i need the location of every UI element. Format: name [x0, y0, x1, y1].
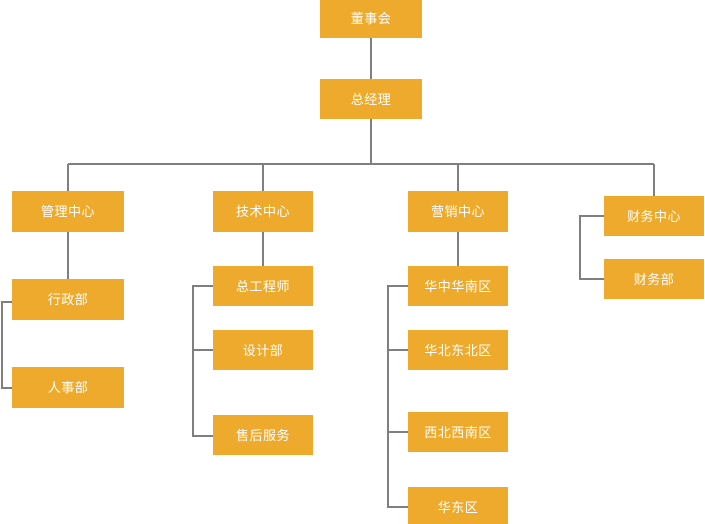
node-label: 行政部: [47, 292, 89, 307]
edge-marketing-children-spine: [387, 285, 408, 508]
node-central-south-region[interactable]: 华中华南区: [408, 266, 508, 306]
node-marketing-center[interactable]: 营销中心: [408, 191, 508, 232]
node-after-sales[interactable]: 售后服务: [213, 415, 313, 455]
node-label: 总经理: [350, 91, 392, 107]
node-design-dept[interactable]: 设计部: [213, 330, 313, 370]
node-north-northeast-region[interactable]: 华北东北区: [408, 330, 508, 370]
node-label: 售后服务: [235, 427, 290, 443]
node-label: 华北东北区: [424, 342, 492, 358]
node-label: 人事部: [47, 380, 89, 395]
node-chief-engineer[interactable]: 总工程师: [213, 266, 313, 306]
edge-finance-children-spine: [579, 215, 604, 280]
node-label: 管理中心: [40, 204, 95, 219]
node-label: 财务中心: [626, 208, 681, 224]
node-label: 西北西南区: [424, 424, 492, 440]
edge-admin-to-hr: [1, 301, 12, 389]
node-label: 董事会: [350, 10, 392, 26]
node-label: 财务部: [633, 271, 675, 287]
node-tech-center[interactable]: 技术中心: [213, 191, 313, 232]
node-board[interactable]: 董事会: [320, 0, 422, 38]
node-east-region[interactable]: 华东区: [408, 487, 508, 524]
node-hr-dept[interactable]: 人事部: [12, 367, 124, 408]
node-label: 设计部: [242, 342, 284, 358]
node-northwest-southwest-region[interactable]: 西北西南区: [408, 412, 508, 452]
node-label: 华中华南区: [424, 278, 492, 294]
edge-tech-children-spine: [192, 285, 213, 437]
node-general-manager[interactable]: 总经理: [320, 79, 422, 119]
node-finance-center[interactable]: 财务中心: [604, 196, 704, 236]
node-label: 营销中心: [430, 204, 485, 219]
node-finance-dept[interactable]: 财务部: [604, 259, 704, 299]
node-management-center[interactable]: 管理中心: [12, 191, 124, 232]
node-label: 华东区: [437, 499, 479, 515]
node-label: 总工程师: [235, 278, 290, 294]
node-admin-dept[interactable]: 行政部: [12, 279, 124, 320]
node-label: 技术中心: [235, 204, 290, 219]
